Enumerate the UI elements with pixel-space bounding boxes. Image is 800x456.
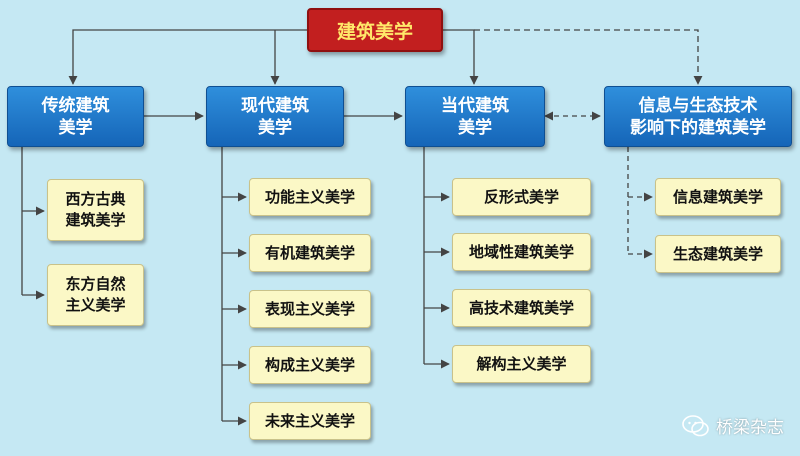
contemporary-item-anti-form: 反形式美学 (452, 178, 591, 216)
traditional-item-eastern-naturalism: 东方自然 主义美学 (47, 264, 144, 326)
watermark-text: 桥梁杂志 (716, 418, 784, 438)
wechat-icon (682, 414, 709, 436)
root-node: 建筑美学 (307, 8, 443, 52)
category-info-eco: 信息与生态技术 影响下的建筑美学 (604, 86, 792, 147)
category-traditional: 传统建筑 美学 (7, 86, 144, 147)
traditional-item-western-classical: 西方古典 建筑美学 (47, 179, 144, 241)
watermark: 桥梁杂志 (682, 413, 784, 438)
root-to-contemporary-connector (443, 29, 479, 85)
modern-item-organic: 有机建筑美学 (249, 234, 371, 272)
modern-item-expressionism: 表现主义美学 (249, 290, 371, 328)
contemporary-item-deconstructivism: 解构主义美学 (452, 345, 591, 383)
contemporary-item-regional: 地域性建筑美学 (452, 233, 591, 271)
category-contemporary: 当代建筑 美学 (405, 86, 545, 147)
category-modern: 现代建筑 美学 (206, 86, 344, 147)
root-to-infoeco-connector (474, 29, 703, 85)
infoeco-item-information: 信息建筑美学 (655, 178, 781, 216)
modern-item-constructivism: 构成主义美学 (249, 346, 371, 384)
root-to-traditional-connector (68, 29, 307, 85)
contemporary-item-high-tech: 高技术建筑美学 (452, 289, 591, 327)
modern-item-futurism: 未来主义美学 (249, 402, 371, 440)
infoeco-item-ecological: 生态建筑美学 (655, 235, 781, 273)
modern-item-functionalism: 功能主义美学 (249, 178, 371, 216)
